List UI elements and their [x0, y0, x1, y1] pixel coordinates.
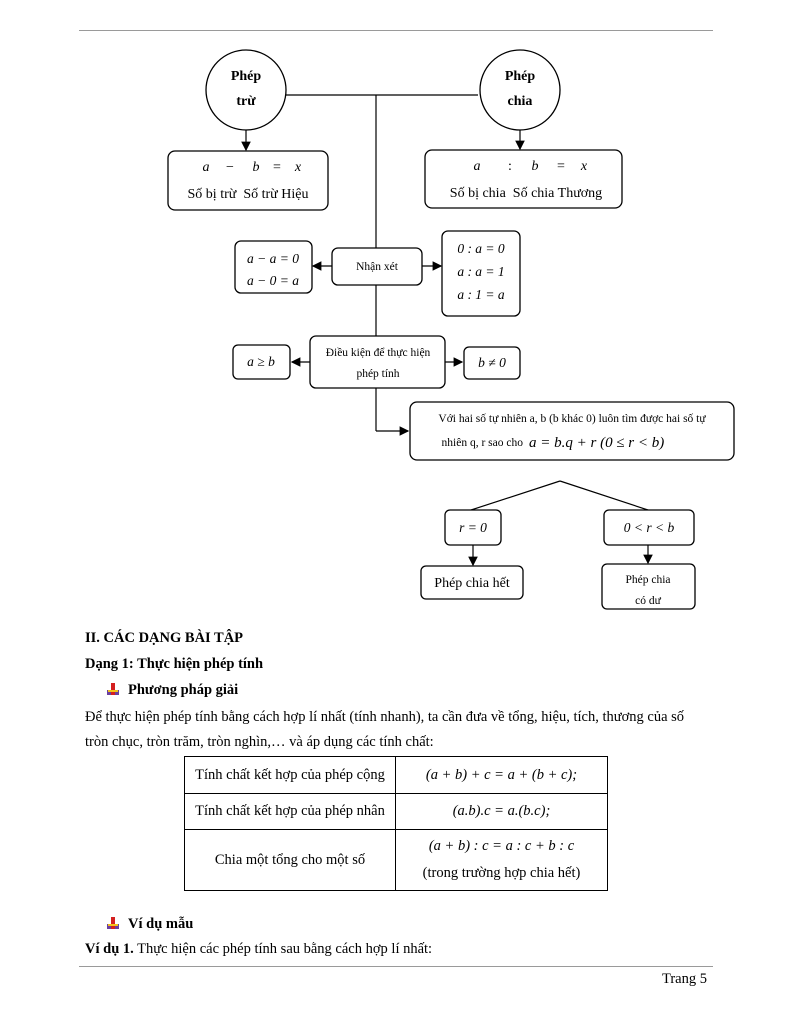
r-positive-text: 0 < r < b	[624, 520, 675, 535]
property-name: Tính chất kết hợp của phép cộng	[184, 756, 396, 794]
properties-table: Tính chất kết hợp của phép cộng (a + b) …	[184, 756, 608, 891]
method-text-line1: Để thực hiện phép tính bằng cách hợp lí …	[85, 709, 685, 725]
number-operations-diagram: Phép trừ Phép chia a − b = x Số bị trừ S…	[167, 49, 735, 610]
method-text-line2: tròn chục, tròn trăm, tròn nghìn,… và áp…	[85, 734, 434, 750]
example1-label: Ví dụ 1.	[85, 941, 134, 957]
remainder-division-line1: Phép chia	[625, 574, 670, 586]
sub-op: −	[226, 160, 234, 175]
subtract-circle-line1: Phép	[231, 69, 262, 84]
divide-circle-line2: chia	[508, 94, 533, 109]
property-formula: (a + b) + c = a + (b + c);	[395, 756, 608, 794]
property-name: Tính chất kết hợp của phép nhân	[184, 793, 396, 830]
table-row: Tính chất kết hợp của phép nhân (a.b).c …	[184, 793, 608, 830]
div-labels: Số bị chia Số chia Thương	[450, 186, 602, 201]
div-op: :	[508, 159, 512, 174]
subtract-circle-line2: trừ	[236, 94, 256, 109]
property-formula-cell: (a + b) : c = a : c + b : c (trong trườn…	[395, 829, 608, 891]
condition-right-text: b ≠ 0	[478, 355, 506, 370]
section-title: II. CÁC DẠNG BÀI TẬP	[85, 630, 244, 646]
remark-right-2: a : a = 1	[457, 264, 504, 279]
condition-right-box	[463, 346, 521, 380]
top-rule	[79, 30, 713, 31]
page-number: Trang 5	[662, 971, 707, 987]
sub-var-b: b	[253, 160, 260, 175]
example1: Ví dụ 1. Thực hiện các phép tính sau bằn…	[85, 941, 432, 958]
remark-right-1: 0 : a = 0	[457, 241, 505, 256]
remainder-division-box	[601, 563, 696, 610]
remark-right-box	[441, 230, 521, 317]
div-var-a: a	[474, 159, 481, 174]
theorem-box	[409, 401, 735, 461]
theorem-line1: Với hai số tự nhiên a, b (b khác 0) luôn…	[438, 412, 706, 425]
remark-left-2: a − 0 = a	[247, 273, 299, 288]
remark-box	[331, 247, 423, 286]
subtract-formula-box	[167, 150, 329, 211]
sub-var-x: x	[294, 160, 302, 175]
div-var-x: x	[580, 159, 588, 174]
bullet-icon	[107, 917, 119, 929]
exact-division-text: Phép chia hết	[434, 576, 510, 591]
remark-left-box	[234, 240, 313, 294]
example1-text: Thực hiện các phép tính sau bằng cách hợ…	[133, 941, 433, 957]
method-title: Phương pháp giải	[128, 682, 239, 698]
condition-left-box	[232, 344, 291, 380]
table-row: Chia một tổng cho một số (a + b) : c = a…	[184, 829, 608, 891]
remark-label: Nhận xét	[356, 261, 399, 273]
method-heading: Phương pháp giải	[106, 682, 238, 699]
divide-circle-line1: Phép	[505, 69, 536, 84]
div-var-b: b	[532, 159, 539, 174]
property-name: Chia một tổng cho một số	[184, 829, 396, 891]
property-formula: (a.b).c = a.(b.c);	[395, 793, 608, 830]
remainder-division-line2: có dư	[635, 595, 661, 607]
theorem-formula: a = b.q + r (0 ≤ r < b)	[529, 435, 664, 451]
example-heading: Ví dụ mẫu	[106, 916, 193, 933]
sub-labels: Số bị trừ Số trừ Hiệu	[188, 187, 309, 202]
remark-right-3: a : 1 = a	[457, 287, 505, 302]
r-zero-box	[444, 509, 502, 546]
condition-line1: Điều kiện để thực hiện	[326, 346, 431, 359]
subtract-circle	[205, 49, 287, 131]
exact-division-box	[420, 565, 524, 600]
div-eq: =	[557, 159, 565, 174]
theorem-line2: nhiên q, r sao cho	[442, 437, 524, 449]
property-note: (trong trường hợp chia hết)	[422, 865, 581, 881]
condition-line2: phép tính	[356, 368, 399, 380]
condition-box	[309, 335, 446, 389]
table-row: Tính chất kết hợp của phép cộng (a + b) …	[184, 756, 608, 794]
r-zero-text: r = 0	[459, 520, 487, 535]
remark-left-1: a − a = 0	[247, 251, 299, 266]
sub-eq: =	[273, 160, 281, 175]
bullet-icon	[107, 683, 119, 695]
divide-circle	[479, 49, 561, 131]
condition-left-text: a ≥ b	[247, 354, 275, 369]
footer-rule	[79, 966, 713, 967]
property-formula: (a + b) : c = a : c + b : c	[428, 838, 575, 854]
r-positive-box	[603, 509, 695, 546]
type1-title: Dạng 1: Thực hiện phép tính	[85, 656, 264, 672]
divide-formula-box	[424, 149, 623, 209]
example-title: Ví dụ mẫu	[128, 916, 194, 932]
sub-var-a: a	[203, 160, 210, 175]
